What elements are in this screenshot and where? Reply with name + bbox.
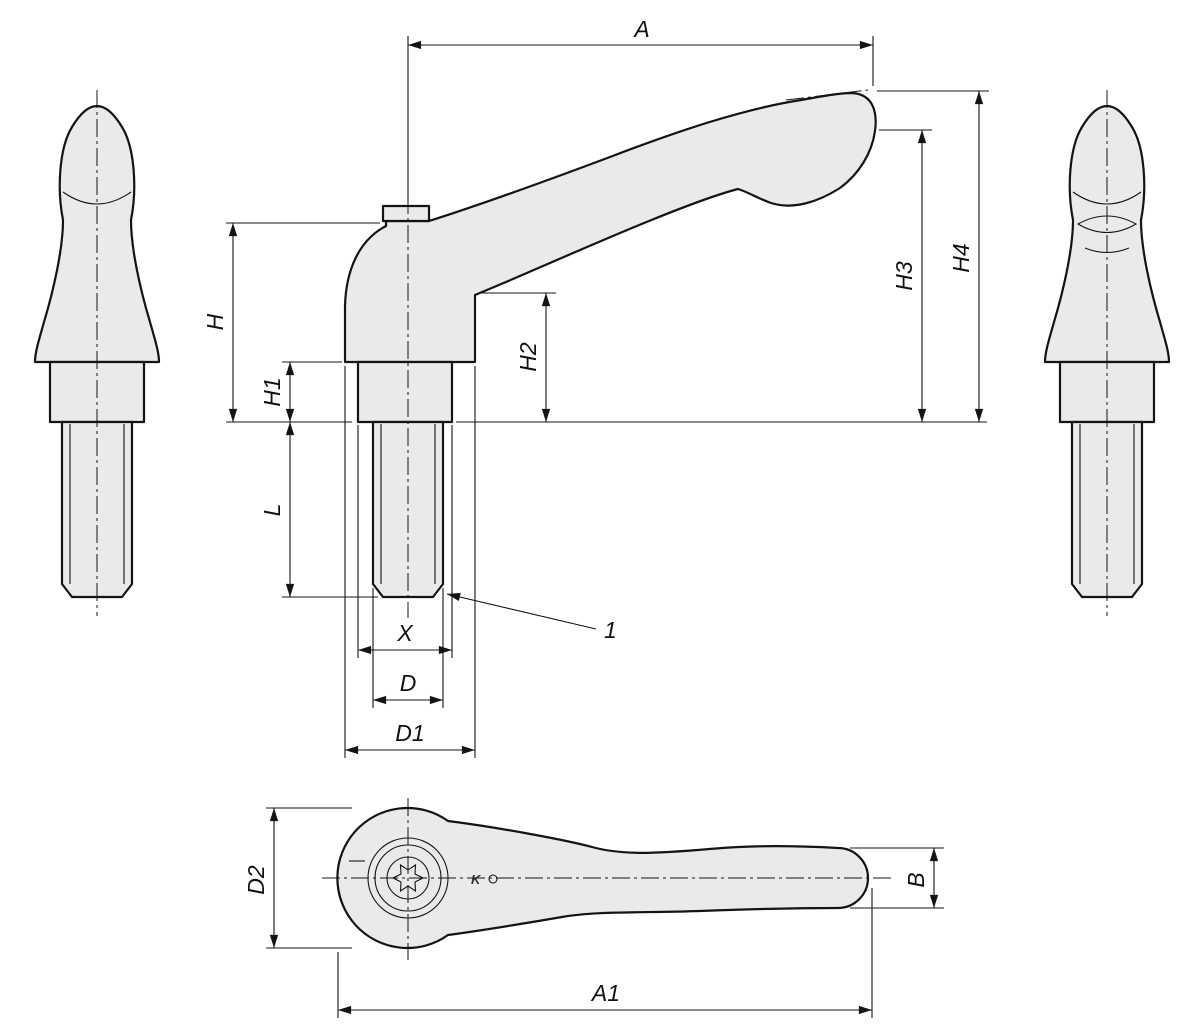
dim-X: X	[357, 425, 453, 658]
dim-A: A	[407, 16, 874, 203]
lever-top-outline	[336, 806, 870, 950]
grip-recess-arc	[1084, 247, 1130, 254]
dim-D1: D1	[344, 366, 476, 758]
dim-label-D: D	[400, 670, 417, 696]
dim-B: B	[850, 847, 944, 909]
cap-nut	[381, 204, 431, 223]
brand-stamp-icon: K	[471, 872, 498, 887]
dim-H4: H4	[877, 90, 989, 422]
dim-label-H4: H4	[948, 243, 974, 272]
dim-H3: H3	[879, 129, 932, 422]
phantom-position-line	[785, 89, 869, 101]
dim-label-A1: A1	[590, 980, 620, 1006]
dim-label-X: X	[396, 620, 414, 646]
right-side-view-details	[1076, 215, 1138, 254]
dim-H: H	[202, 222, 380, 423]
dim-H1: H1	[259, 361, 342, 422]
dim-label-H3: H3	[891, 261, 917, 291]
dim-label-L: L	[259, 504, 285, 517]
dim-label-D2: D2	[243, 865, 269, 895]
dim-label-H1: H1	[259, 377, 285, 406]
dim-label-A: A	[632, 16, 649, 42]
leader-line	[446, 592, 597, 630]
dim-H2: H2	[456, 292, 987, 423]
collar	[356, 360, 454, 424]
dim-A1: A1	[337, 888, 873, 1018]
right-side-view	[1043, 88, 1171, 618]
dim-D: D	[372, 588, 444, 708]
top-view: K	[322, 798, 892, 960]
grip-recess-lens	[1076, 215, 1138, 233]
dim-label-H2: H2	[515, 342, 541, 372]
dim-label-D1: D1	[395, 720, 424, 746]
lever-arm-outline	[343, 91, 877, 364]
dim-label-B: B	[903, 872, 929, 887]
dim-label-H: H	[202, 313, 228, 330]
callout-1: 1	[446, 592, 617, 643]
front-view	[343, 89, 877, 618]
dim-D2: D2	[243, 807, 352, 949]
callout-label-1: 1	[604, 617, 617, 643]
brand-stamp-letter: K	[471, 872, 482, 887]
left-side-view	[33, 88, 161, 618]
dim-L: L	[259, 422, 378, 598]
right-side-view-shape	[1043, 88, 1171, 618]
